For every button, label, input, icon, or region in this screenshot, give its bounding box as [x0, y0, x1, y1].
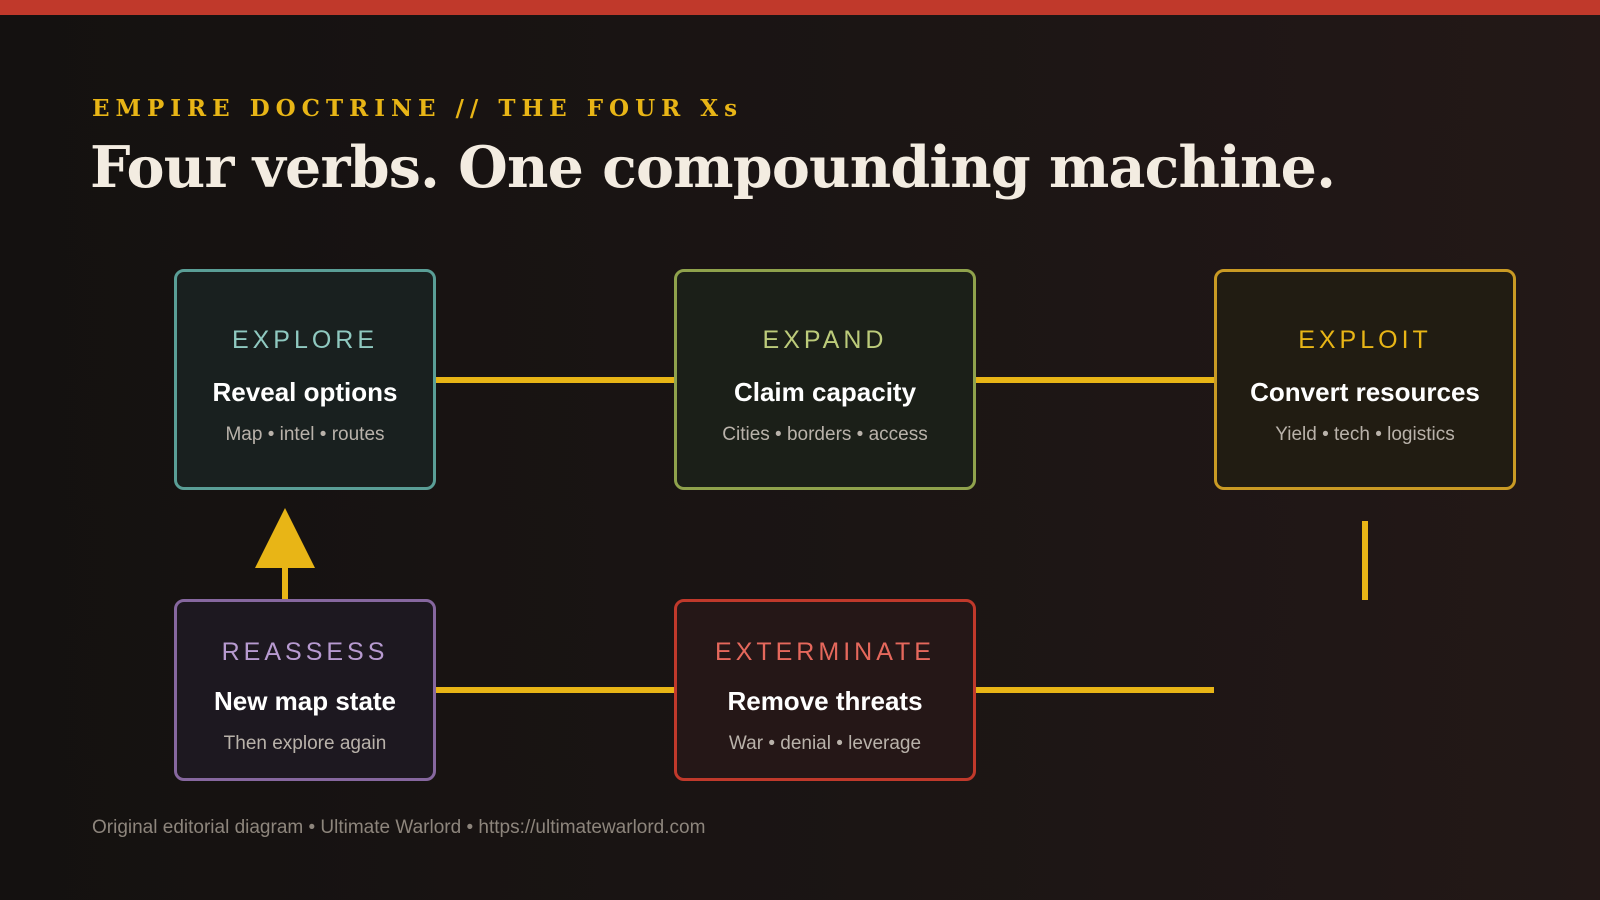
node-heading: Remove threats — [727, 686, 923, 716]
node-subtext: Cities • borders • access — [722, 424, 928, 445]
node-subtext: War • denial • leverage — [728, 733, 922, 754]
node-reassess: REASSESS New map state Then explore agai… — [174, 599, 436, 781]
node-exterminate: EXTERMINATE Remove threats War • denial … — [674, 599, 976, 781]
node-expand: EXPAND Claim capacity Cities • borders •… — [674, 269, 976, 490]
eyebrow-label: EMPIRE DOCTRINE // THE FOUR Xs — [92, 95, 744, 122]
node-kicker: EXPLOIT — [1298, 326, 1432, 354]
node-explore: EXPLORE Reveal options Map • intel • rou… — [174, 269, 436, 490]
arrow-up-icon — [255, 508, 315, 568]
node-kicker: EXPAND — [762, 326, 888, 354]
node-heading: Convert resources — [1250, 377, 1480, 407]
node-heading: New map state — [213, 686, 397, 716]
top-accent-bar — [0, 0, 1600, 15]
node-subtext: Yield • tech • logistics — [1275, 424, 1455, 445]
node-subtext: Then explore again — [223, 733, 387, 754]
footer-credit: Original editorial diagram • Ultimate Wa… — [92, 817, 706, 838]
node-exploit: EXPLOIT Convert resources Yield • tech •… — [1214, 269, 1516, 490]
node-kicker: EXTERMINATE — [715, 638, 935, 666]
node-heading: Claim capacity — [733, 377, 917, 407]
node-subtext: Map • intel • routes — [225, 424, 385, 445]
node-heading: Reveal options — [212, 377, 398, 407]
node-kicker: REASSESS — [221, 638, 389, 666]
node-kicker: EXPLORE — [231, 326, 379, 354]
page-title: Four verbs. One compounding machine. — [90, 134, 1336, 201]
